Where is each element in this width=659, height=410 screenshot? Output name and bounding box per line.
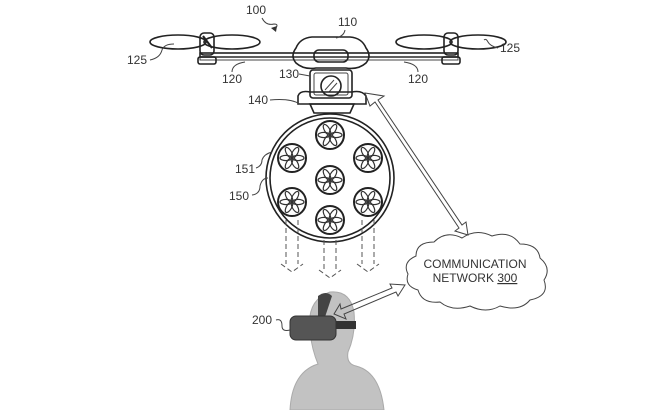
fan-array bbox=[265, 113, 395, 243]
airflow-arrowhead bbox=[280, 263, 304, 273]
camera bbox=[309, 69, 353, 99]
drone-arm bbox=[199, 52, 459, 61]
label-130: 130 bbox=[279, 67, 299, 81]
fan-unit bbox=[277, 143, 307, 173]
label-100: 100 bbox=[246, 3, 266, 17]
user bbox=[289, 291, 385, 410]
label-125-right: 125 bbox=[500, 41, 520, 55]
reference-labels: 100 110 125 125 120 120 130 140 151 150 … bbox=[127, 3, 520, 331]
airflow-arrows bbox=[280, 220, 380, 279]
fan-unit bbox=[315, 120, 345, 150]
wireless-link-headset bbox=[333, 283, 406, 320]
headset-strap-side bbox=[336, 321, 356, 329]
label-151: 151 bbox=[235, 162, 255, 176]
fan-unit bbox=[277, 187, 307, 217]
label-200: 200 bbox=[252, 313, 272, 327]
label-125-left: 125 bbox=[127, 53, 147, 67]
headset-strap-top bbox=[318, 293, 332, 320]
airflow-arrowhead bbox=[356, 263, 380, 273]
label-140: 140 bbox=[248, 93, 268, 107]
label-120-left: 120 bbox=[222, 72, 242, 86]
propeller-right bbox=[395, 32, 507, 65]
label-110: 110 bbox=[338, 15, 357, 29]
network-label-line1: COMMUNICATION bbox=[423, 257, 526, 271]
label-150: 150 bbox=[229, 189, 249, 203]
propeller-left bbox=[149, 32, 261, 65]
airflow-arrowhead bbox=[318, 269, 342, 279]
fan-unit bbox=[353, 187, 383, 217]
network-label-line2: NETWORK 300 bbox=[433, 271, 518, 285]
fan-unit bbox=[315, 165, 345, 195]
label-120-right: 120 bbox=[408, 72, 428, 86]
network-ref-300: 300 bbox=[497, 271, 517, 285]
fan-unit bbox=[315, 205, 345, 235]
drone-body bbox=[292, 36, 370, 70]
vr-headset bbox=[289, 315, 337, 341]
drone bbox=[149, 32, 507, 114]
fan-unit bbox=[353, 143, 383, 173]
communication-network-cloud: COMMUNICATION NETWORK 300 bbox=[405, 232, 548, 311]
